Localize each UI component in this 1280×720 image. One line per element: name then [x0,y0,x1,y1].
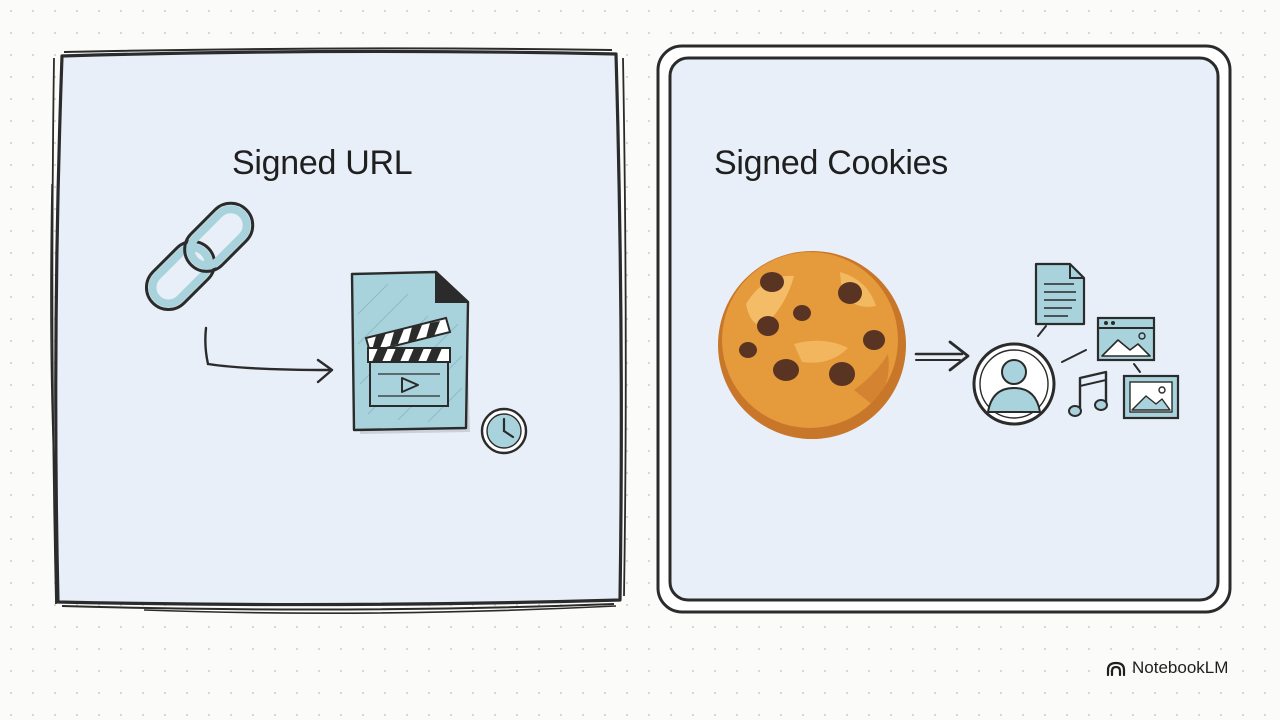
arrow-icon [914,340,970,372]
cookie-icon [718,251,906,439]
brand-badge: NotebookLM [1106,658,1228,678]
signed-cookies-title: Signed Cookies [714,144,948,182]
signed-cookies-panel-frame [656,44,1232,614]
arrow-icon [204,326,334,384]
image-icon [1122,374,1180,420]
document-icon [1034,262,1086,326]
signed-cookies-panel: Signed Cookies [654,44,1234,614]
video-file-icon [350,270,470,434]
user-icon [972,342,1056,426]
signed-url-panel: Signed URL [48,44,628,614]
web-image-icon [1096,316,1156,362]
notebooklm-logo-icon [1106,660,1126,676]
brand-name: NotebookLM [1132,658,1229,677]
signed-url-title: Signed URL [232,144,413,182]
clapperboard-icon [364,316,452,407]
music-note-icon [1068,370,1108,417]
signed-url-panel-frame [50,47,627,614]
chain-link-icon [144,201,255,312]
clock-icon [480,407,528,455]
play-icon [401,377,419,393]
